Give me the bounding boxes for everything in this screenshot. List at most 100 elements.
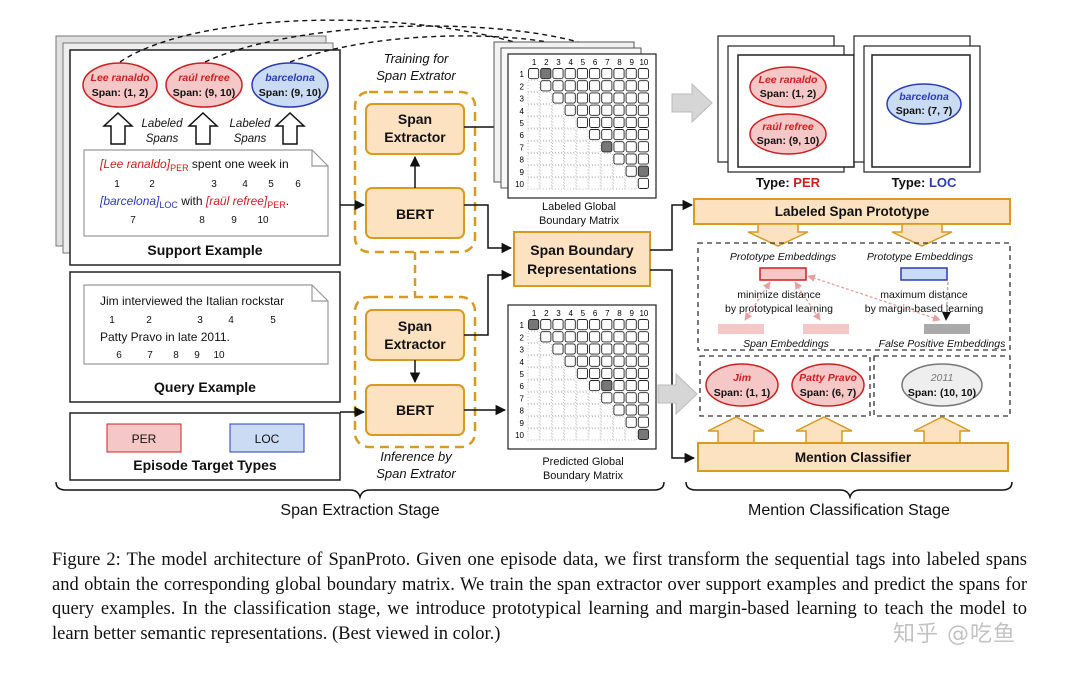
mention-classifier-box: Mention Classifier [697,416,1009,472]
predicted-matrix-cell-masked [564,391,577,404]
labeled-matrix-row-tick: 1 [520,70,525,79]
predicted-matrix-cell [576,331,588,343]
type-loc-label: Type: LOC [892,175,957,190]
svg-text:Span: (6, 7): Span: (6, 7) [800,387,857,399]
labeled-matrix-cell [613,129,625,141]
predicted-matrix-cell [625,367,637,379]
predicted-matrix-cell [613,319,625,331]
per-type-stack: Lee ranaldo Span: (1, 2) raúl refree Spa… [717,35,855,190]
svg-text:Labeled Span Prototype: Labeled Span Prototype [775,204,930,219]
labeled-matrix-cell [613,153,625,165]
predicted-matrix-caption: Predicted Global [542,456,623,468]
labeled-matrix-cell-masked [600,177,613,190]
inference-label: Inference by [380,449,453,464]
svg-text:raúl refree: raúl refree [762,121,814,133]
predicted-matrix-cell [589,343,601,355]
labeled-matrix-cell-masked [576,152,589,166]
labeled-matrix-cell [564,80,576,92]
up-arrow-icon [102,111,134,145]
predicted-matrix-cell-masked [564,403,577,417]
query-example-title: Query Example [154,379,256,395]
labeled-matrix-cell-masked [564,140,577,153]
svg-text:Span: Span [398,111,432,127]
labeled-matrix-cell [637,80,649,92]
predicted-matrix-col-tick: 1 [532,309,537,318]
gray-arrow-icon [657,372,698,416]
predicted-matrix-cell [601,367,613,379]
labeled-matrix-cell [589,92,601,104]
predicted-matrix-cell [589,367,601,379]
predicted-matrix-cell-masked [564,416,577,429]
predicted-matrix-cell [589,319,601,331]
labeled-matrix-cell-masked [551,177,565,190]
predicted-matrix-row-tick: 4 [520,358,525,367]
predicted-matrix-col-tick: 7 [605,309,610,318]
labeled-matrix-cell-masked [539,116,552,129]
predicted-matrix-cell-span [528,319,540,331]
predicted-matrix-cell [625,380,637,392]
watermark: 知乎 @吃鱼 [893,622,1016,647]
svg-text:1: 1 [109,315,115,326]
svg-text:2: 2 [146,315,152,326]
predicted-matrix-row-tick: 1 [520,321,525,330]
labeled-matrix-cell [637,92,649,104]
predicted-matrix-cell-masked [551,355,565,368]
predicted-matrix-cell-masked [588,428,601,441]
svg-text:2: 2 [149,179,155,190]
labeled-matrix-cell-masked [564,116,577,129]
labeled-matrix-cell-masked [551,104,565,117]
labeled-matrix-cell [637,68,649,80]
predicted-matrix-cell [613,355,625,367]
svg-text:Span: (9, 10): Span: (9, 10) [757,135,819,147]
labeled-matrix-cell-masked [600,152,613,166]
labeled-matrix-cell-masked [588,177,601,190]
labeled-matrix-cell [576,92,588,104]
labeled-matrix-cell-masked [539,140,552,153]
predicted-matrix-cell [601,392,613,404]
support-span-lee: Lee ranaldo Span: (1, 2) [82,62,158,108]
predicted-matrix-cell-masked [539,367,552,380]
predicted-matrix-cell [613,367,625,379]
labeled-matrix-cell-masked [576,165,589,178]
predicted-matrix-cell-masked [539,342,552,356]
predicted-matrix-col-tick: 8 [617,309,622,318]
stage-brace-extraction: Span Extraction Stage [55,481,665,519]
svg-text:Span: Span [398,318,432,334]
predicted-matrix-cell-masked [588,403,601,417]
labeled-matrix-cell-masked [576,140,589,153]
labeled-matrix-col-tick: 10 [639,58,648,67]
predicted-matrix-cell-masked [551,367,565,380]
svg-text:6: 6 [295,179,301,190]
svg-text:barcelona: barcelona [265,72,315,84]
up-arrow-icon [274,111,306,145]
labeled-matrix-cell-masked [527,91,540,105]
predicted-matrix-cell-masked [551,379,565,392]
labeled-matrix-col-tick: 3 [556,58,561,67]
svg-text:Extractor: Extractor [384,336,446,352]
predicted-matrix-cell [637,355,649,367]
predicted-matrix-cell-masked [527,416,540,429]
labeled-matrix-col-tick: 9 [629,58,634,67]
predicted-matrix-cell [564,331,576,343]
svg-text:8: 8 [199,215,205,226]
predicted-matrix-cell-masked [564,379,577,392]
predicted-matrix-cell [625,331,637,343]
predicted-matrix-cell [564,355,576,367]
predicted-matrix-cell [552,319,564,331]
predicted-matrix-row-tick: 10 [515,431,524,440]
labeled-matrix-cell [552,92,564,104]
predicted-matrix-cell [637,380,649,392]
labeled-matrix-col-tick: 6 [593,58,598,67]
labeled-matrix-cell-masked [539,104,552,117]
labeled-matrix-cell [625,104,637,116]
labeled-matrix-cell [552,68,564,80]
labeled-matrix-cell-masked [551,128,565,141]
labeled-matrix-cell [613,104,625,116]
labeled-matrix-cell-masked [576,128,589,141]
svg-text:4: 4 [228,315,234,326]
prototype-embedding-per [759,267,807,281]
svg-text:Representations: Representations [527,261,637,277]
predicted-matrix-cell [613,343,625,355]
labeled-matrix-cell-masked [527,79,540,92]
